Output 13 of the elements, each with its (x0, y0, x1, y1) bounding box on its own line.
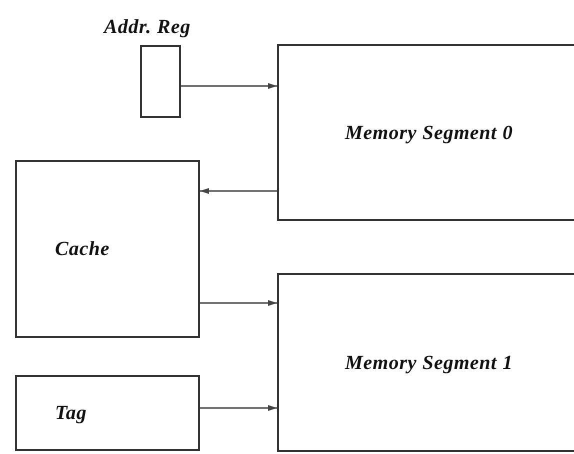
memory-box (277, 44, 574, 221)
box-label: Cache (55, 237, 110, 262)
box-label: Memory Segment 1 (344, 350, 514, 376)
box-label: Tag (55, 401, 87, 426)
arrow (200, 300, 277, 306)
box-label: Memory Segment 0 (344, 120, 514, 146)
register-label: Addr. Reg (104, 15, 191, 40)
process-box (15, 160, 200, 338)
arrow (200, 188, 277, 194)
arrow (181, 83, 277, 89)
arrow (200, 405, 277, 411)
memory-box (277, 273, 574, 452)
process-box (15, 375, 200, 451)
